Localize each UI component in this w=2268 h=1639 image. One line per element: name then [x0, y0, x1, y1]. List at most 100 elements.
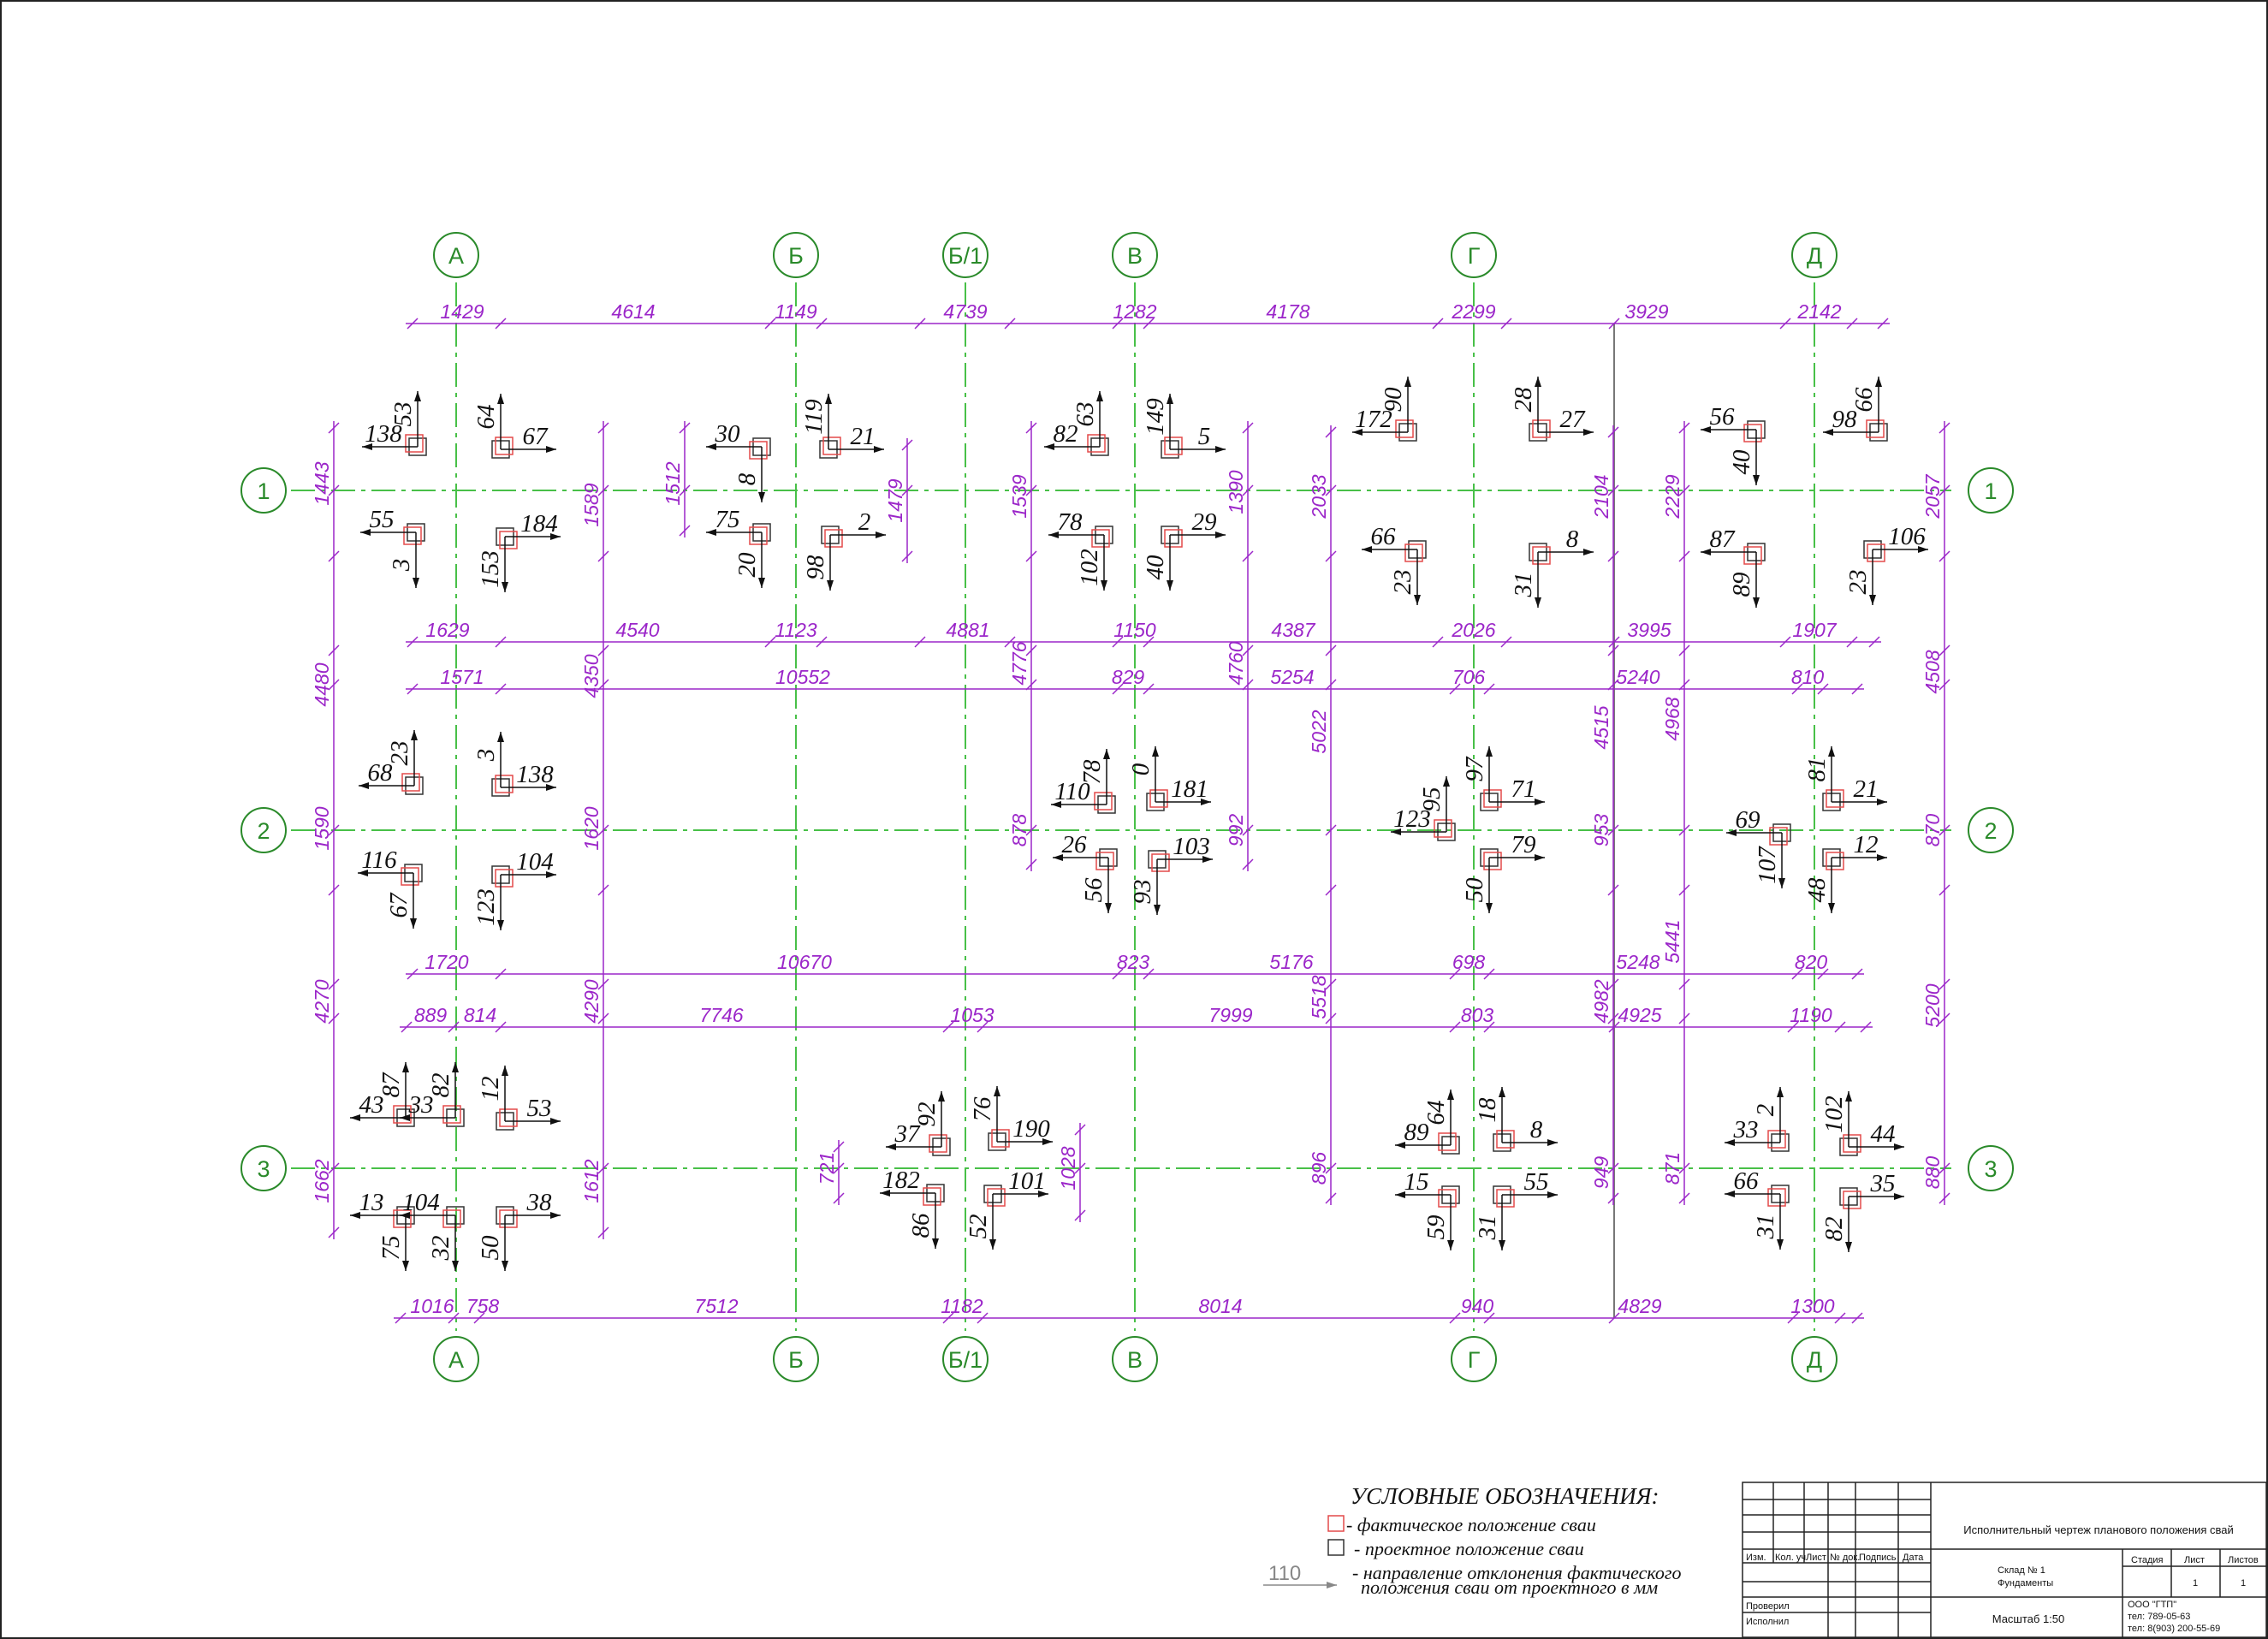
pile-actual-position [495, 775, 514, 793]
axis-bubble-left-3 [240, 1145, 287, 1191]
dimension-label: 1571 [440, 666, 484, 688]
tb-drawing-title: Исполнительный чертеж планового положени… [1963, 1523, 2234, 1536]
deviation-label-vertical: 52 [965, 1214, 992, 1239]
dimension-tick [395, 1312, 407, 1324]
dimension-label: 4881 [946, 619, 989, 641]
arrowhead-icon [497, 920, 504, 930]
arrowhead-icon [1096, 391, 1103, 401]
dimension-label: 5248 [1616, 951, 1659, 973]
dimension-tick [1678, 1012, 1690, 1024]
pile-actual-position [1767, 1188, 1786, 1207]
dimension-label: 949 [1590, 1156, 1612, 1190]
arrowhead-icon [1726, 829, 1737, 836]
dimension-label: 5518 [1308, 975, 1330, 1018]
deviation-label-vertical: 98 [802, 555, 829, 580]
arrowhead-icon [758, 578, 765, 588]
pile: 332 [1725, 1087, 1790, 1152]
deviation-label-horizontal: 55 [370, 506, 395, 533]
dimension-tick [901, 484, 913, 496]
dimension-tick [328, 884, 340, 896]
dimension-label: 1590 [311, 806, 333, 850]
dimension-tick [1025, 484, 1037, 496]
dimension-tick [407, 636, 419, 648]
dimension-label: 1053 [950, 1004, 994, 1026]
axis-label-right-1: 1 [1984, 478, 1997, 504]
title-block-text: Изм. Кол. уч Лист № док. Подпись Дата Ис… [1746, 1523, 2259, 1634]
tb-sheet-number: 1 [2193, 1578, 2198, 1589]
axis-bubble-right-1 [1968, 467, 2014, 514]
pile-actual-position [749, 526, 768, 545]
arrowhead-icon [362, 443, 372, 450]
axis-bubble-bottom-A [433, 1336, 479, 1382]
pile-actual-position [401, 867, 419, 886]
deviation-label-horizontal: 68 [368, 759, 394, 787]
pile: 818 [1474, 1087, 1558, 1152]
deviation-label-horizontal: 172 [1355, 406, 1392, 433]
dimension-tick [1938, 550, 1950, 562]
dimension-tick [328, 1162, 340, 1174]
axis-bubble-top-B [773, 232, 819, 278]
dimension-label: 953 [1590, 814, 1612, 847]
tb-header-kol: Кол. уч [1775, 1553, 1806, 1563]
arrowhead-icon [1038, 1191, 1048, 1197]
arrowhead-icon [1447, 1090, 1454, 1100]
deviation-label-vertical: 18 [1474, 1097, 1501, 1123]
arrowhead-icon [1777, 1087, 1784, 1097]
axis-label-right-2: 2 [1984, 818, 1997, 844]
pile-actual-position [1866, 419, 1885, 438]
pile: 553 [360, 506, 425, 588]
dimension-tick [1483, 968, 1495, 980]
pile-actual-position [442, 1105, 461, 1124]
dimension-tick [1112, 968, 1124, 980]
dimension-tick [1787, 1021, 1799, 1033]
pile-actual-position [393, 1209, 412, 1228]
dimension-label: 1028 [1057, 1146, 1079, 1190]
deviation-label-horizontal: 8 [1566, 526, 1579, 553]
dimension-tick [1608, 318, 1620, 330]
dimension-tick [1242, 679, 1254, 691]
dimension-tick [1074, 1124, 1086, 1136]
pile-actual-position [1094, 792, 1113, 811]
arrowhead-icon [1725, 1191, 1735, 1197]
legend: УСЛОВНЫЕ ОБОЗНАЧЕНИЯ: - фактическое поло… [1263, 1483, 1681, 1598]
dimension-label: 1720 [425, 951, 468, 973]
dimension-tick [1483, 1021, 1495, 1033]
dimension-tick [1938, 422, 1950, 434]
deviation-label-horizontal: 75 [715, 506, 740, 533]
arrowhead-icon [1362, 546, 1372, 553]
dimension-tick [328, 484, 340, 496]
axis-bubble-left-1 [240, 467, 287, 514]
axis-label-left-3: 3 [257, 1156, 270, 1182]
deviation-label-horizontal: 15 [1404, 1168, 1429, 1196]
dimension-label: 1149 [775, 300, 817, 323]
dimension-tick [1678, 1192, 1690, 1204]
tb-header-doc: № док. [1830, 1553, 1860, 1563]
deviation-label-vertical: 23 [386, 741, 413, 766]
arrowhead-icon [400, 1114, 410, 1121]
dimension-tick [328, 1226, 340, 1238]
pile-actual-position [1087, 434, 1106, 453]
deviation-label-horizontal: 2 [858, 508, 871, 536]
dimension-label: 3995 [1627, 619, 1671, 641]
pile-actual-position [499, 1209, 518, 1228]
tb-made: Исполнил [1746, 1617, 1789, 1627]
axis-bubble-top-D [1791, 232, 1838, 278]
dimension-label: 2142 [1796, 300, 1841, 323]
deviation-label-vertical: 31 [1510, 573, 1537, 598]
dimension-label: 820 [1795, 951, 1828, 973]
pile-actual-position [1843, 1134, 1861, 1153]
pile: 308 [706, 420, 771, 502]
arrowhead-icon [1447, 1240, 1454, 1250]
legend-direction-line1: - направление отклонения фактического [1352, 1562, 1681, 1583]
deviation-label-horizontal: 138 [516, 761, 554, 788]
dimension-tick [1851, 968, 1863, 980]
